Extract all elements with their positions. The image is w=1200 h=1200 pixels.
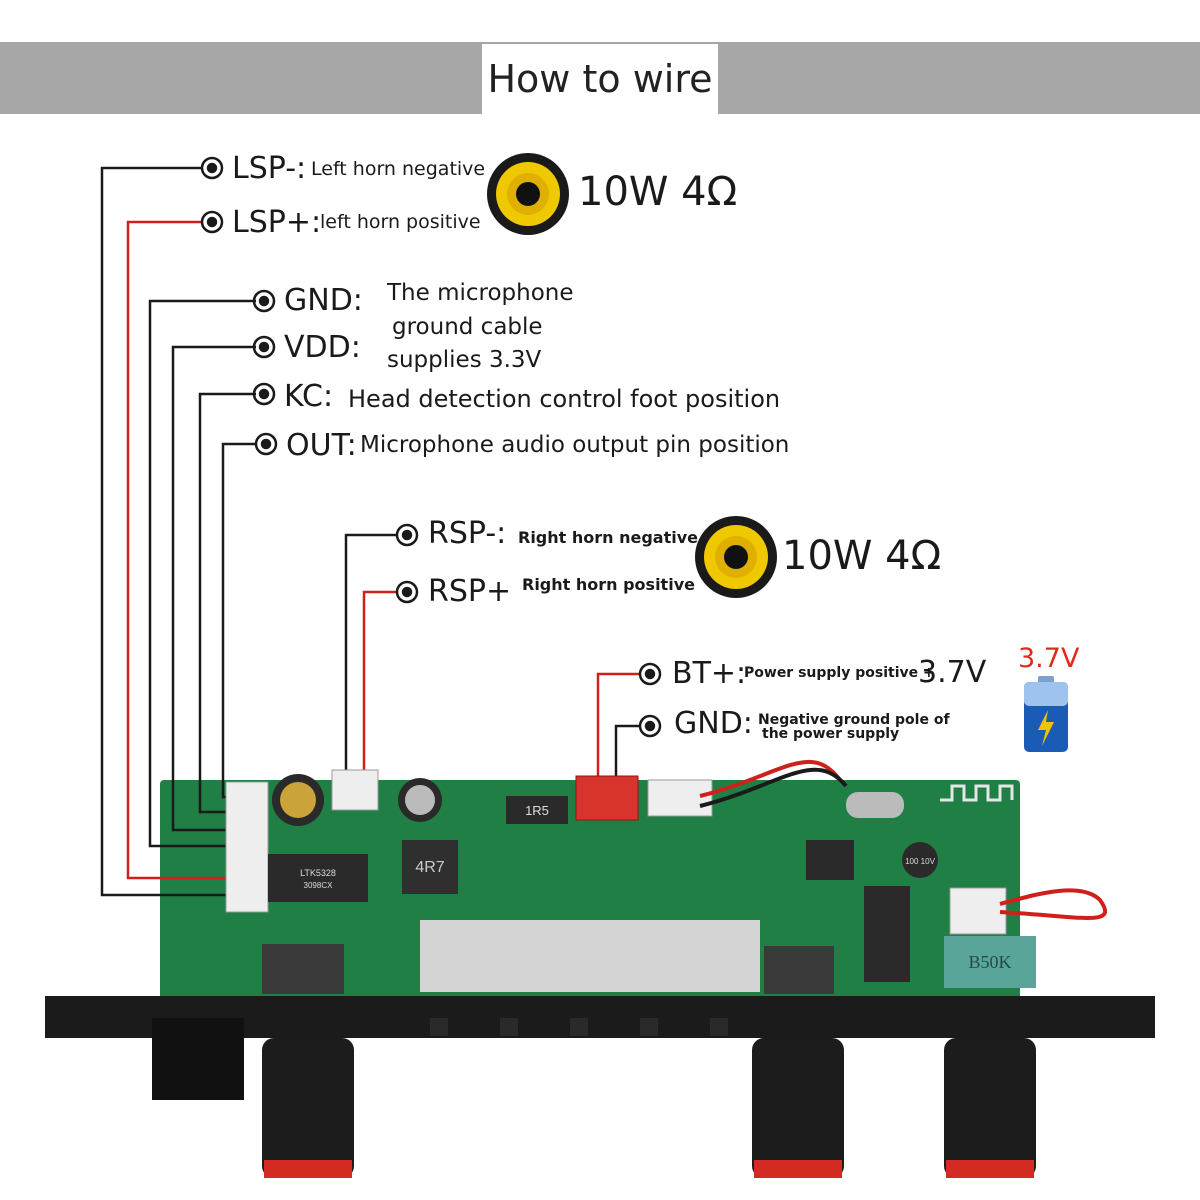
wire-power-gnd — [614, 724, 640, 790]
vdd-pin: VDD: — [284, 330, 361, 365]
terminal-bt-pos — [638, 662, 662, 686]
battery-voltage-label: 3.7V — [1018, 643, 1080, 674]
terminal-rsp-pos — [395, 580, 419, 604]
wire-lsp-pos — [126, 220, 246, 880]
crystal — [846, 792, 904, 818]
rsp-pos-desc: Right horn positive — [522, 575, 695, 594]
wifi-antenna-trace — [940, 784, 1014, 802]
power-connector — [575, 775, 639, 821]
speaker-left-icon — [487, 153, 569, 235]
mic-gnd-pin: GND: — [284, 283, 363, 318]
resistor — [506, 796, 568, 824]
page-title: How to wire — [482, 44, 718, 114]
terminal-power-gnd — [638, 714, 662, 738]
sd-slot — [420, 920, 760, 992]
out-desc: Microphone audio output pin position — [360, 432, 790, 458]
lsp-neg-desc: Left horn negative — [311, 158, 486, 180]
wire-rsp-neg — [344, 533, 398, 790]
inductor-label: 4R7 — [415, 859, 444, 876]
rsp-neg-desc: Right horn negative — [518, 528, 699, 547]
lsp-neg-pin: LSP-: — [232, 151, 307, 186]
power-gnd-desc-line-1: Negative ground pole of — [758, 712, 950, 728]
pcb-details: LTK5328 3098CX 4R7 1R5 100 10V B50K — [152, 760, 1108, 1178]
wire-vdd — [171, 345, 256, 832]
terminal-lsp-neg — [200, 156, 224, 180]
bt-pos-pin: BT+: — [672, 656, 747, 691]
wire-mic-gnd — [148, 299, 256, 848]
speaker-r-connector — [331, 769, 379, 811]
kc-pin: KC: — [284, 379, 334, 414]
button-left — [262, 944, 344, 994]
speaker-right-icon — [695, 516, 777, 598]
power-gnd-desc-line-2: the power supply — [762, 726, 900, 742]
wire-rsp-pos — [362, 590, 398, 790]
mic-desc-line-3: supplies 3.3V — [387, 347, 542, 373]
chip-code-label: 3098CX — [304, 881, 334, 890]
lsp-pos-pin: LSP+: — [232, 205, 322, 240]
terminal-lsp-pos — [200, 210, 224, 234]
right-speaker-rating: 10W 4Ω — [782, 533, 942, 579]
rsp-neg-pin: RSP-: — [428, 516, 507, 551]
battery-icon — [1024, 676, 1068, 752]
cap-label: 100 10V — [905, 857, 935, 866]
terminal-rsp-neg — [395, 523, 419, 547]
power-gnd-pin: GND: — [674, 706, 753, 741]
knob-middle — [752, 1038, 844, 1178]
rear-jack — [152, 1018, 244, 1100]
mic-desc-line-1: The microphone — [387, 280, 574, 306]
ic-bt — [806, 840, 854, 880]
panel-buttons — [430, 1018, 728, 1036]
knob-left — [262, 1038, 354, 1178]
terminal-out — [254, 432, 278, 456]
mic-desc-line-2: ground cable — [392, 314, 543, 340]
terminal-vdd — [252, 335, 276, 359]
terminal-kc — [252, 382, 276, 406]
chip-ic — [268, 854, 368, 902]
wire-out — [221, 442, 256, 799]
button-right — [764, 946, 834, 994]
battery-wire-black — [699, 767, 848, 808]
bt-voltage: 3.7V — [918, 655, 987, 690]
out-pin: OUT: — [286, 428, 357, 463]
wire-lsp-neg — [100, 166, 246, 897]
inductor — [402, 840, 458, 894]
rsp-pos-pin: RSP+ — [428, 574, 512, 609]
wire-bt-pos — [596, 672, 640, 790]
chip-label: LTK5328 — [300, 868, 336, 878]
left-speaker-rating: 10W 4Ω — [578, 169, 738, 215]
lsp-pos-desc: left horn positive — [320, 211, 481, 233]
battery-wire-red — [699, 760, 842, 798]
bt-pos-desc: Power supply positive + — [744, 665, 935, 681]
knob-right — [944, 1038, 1036, 1178]
resistor-label: 1R5 — [525, 803, 549, 818]
battery-connector — [647, 779, 713, 817]
pot-b50k — [944, 936, 1036, 988]
mic-connector — [225, 781, 269, 913]
capacitor-3 — [902, 842, 938, 878]
terminal-mic-gnd — [252, 289, 276, 313]
audio-jack — [864, 886, 910, 982]
kc-desc: Head detection control foot position — [348, 385, 781, 413]
pot-label: B50K — [968, 952, 1011, 972]
wire-kc — [198, 392, 256, 814]
pot-wire-red — [999, 888, 1108, 920]
pot-connector — [949, 887, 1007, 935]
